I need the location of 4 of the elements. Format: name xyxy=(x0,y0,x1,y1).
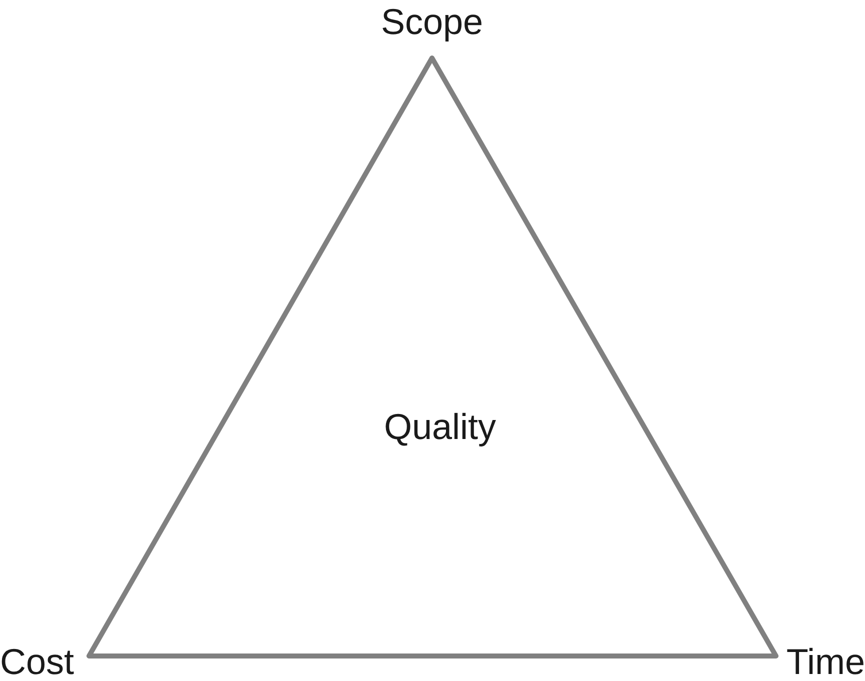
vertex-label: Scope xyxy=(380,4,484,40)
vertex-label: Cost xyxy=(0,644,74,680)
triangle-label: Quality xyxy=(384,406,496,448)
vertex-label: Time xyxy=(786,644,865,680)
